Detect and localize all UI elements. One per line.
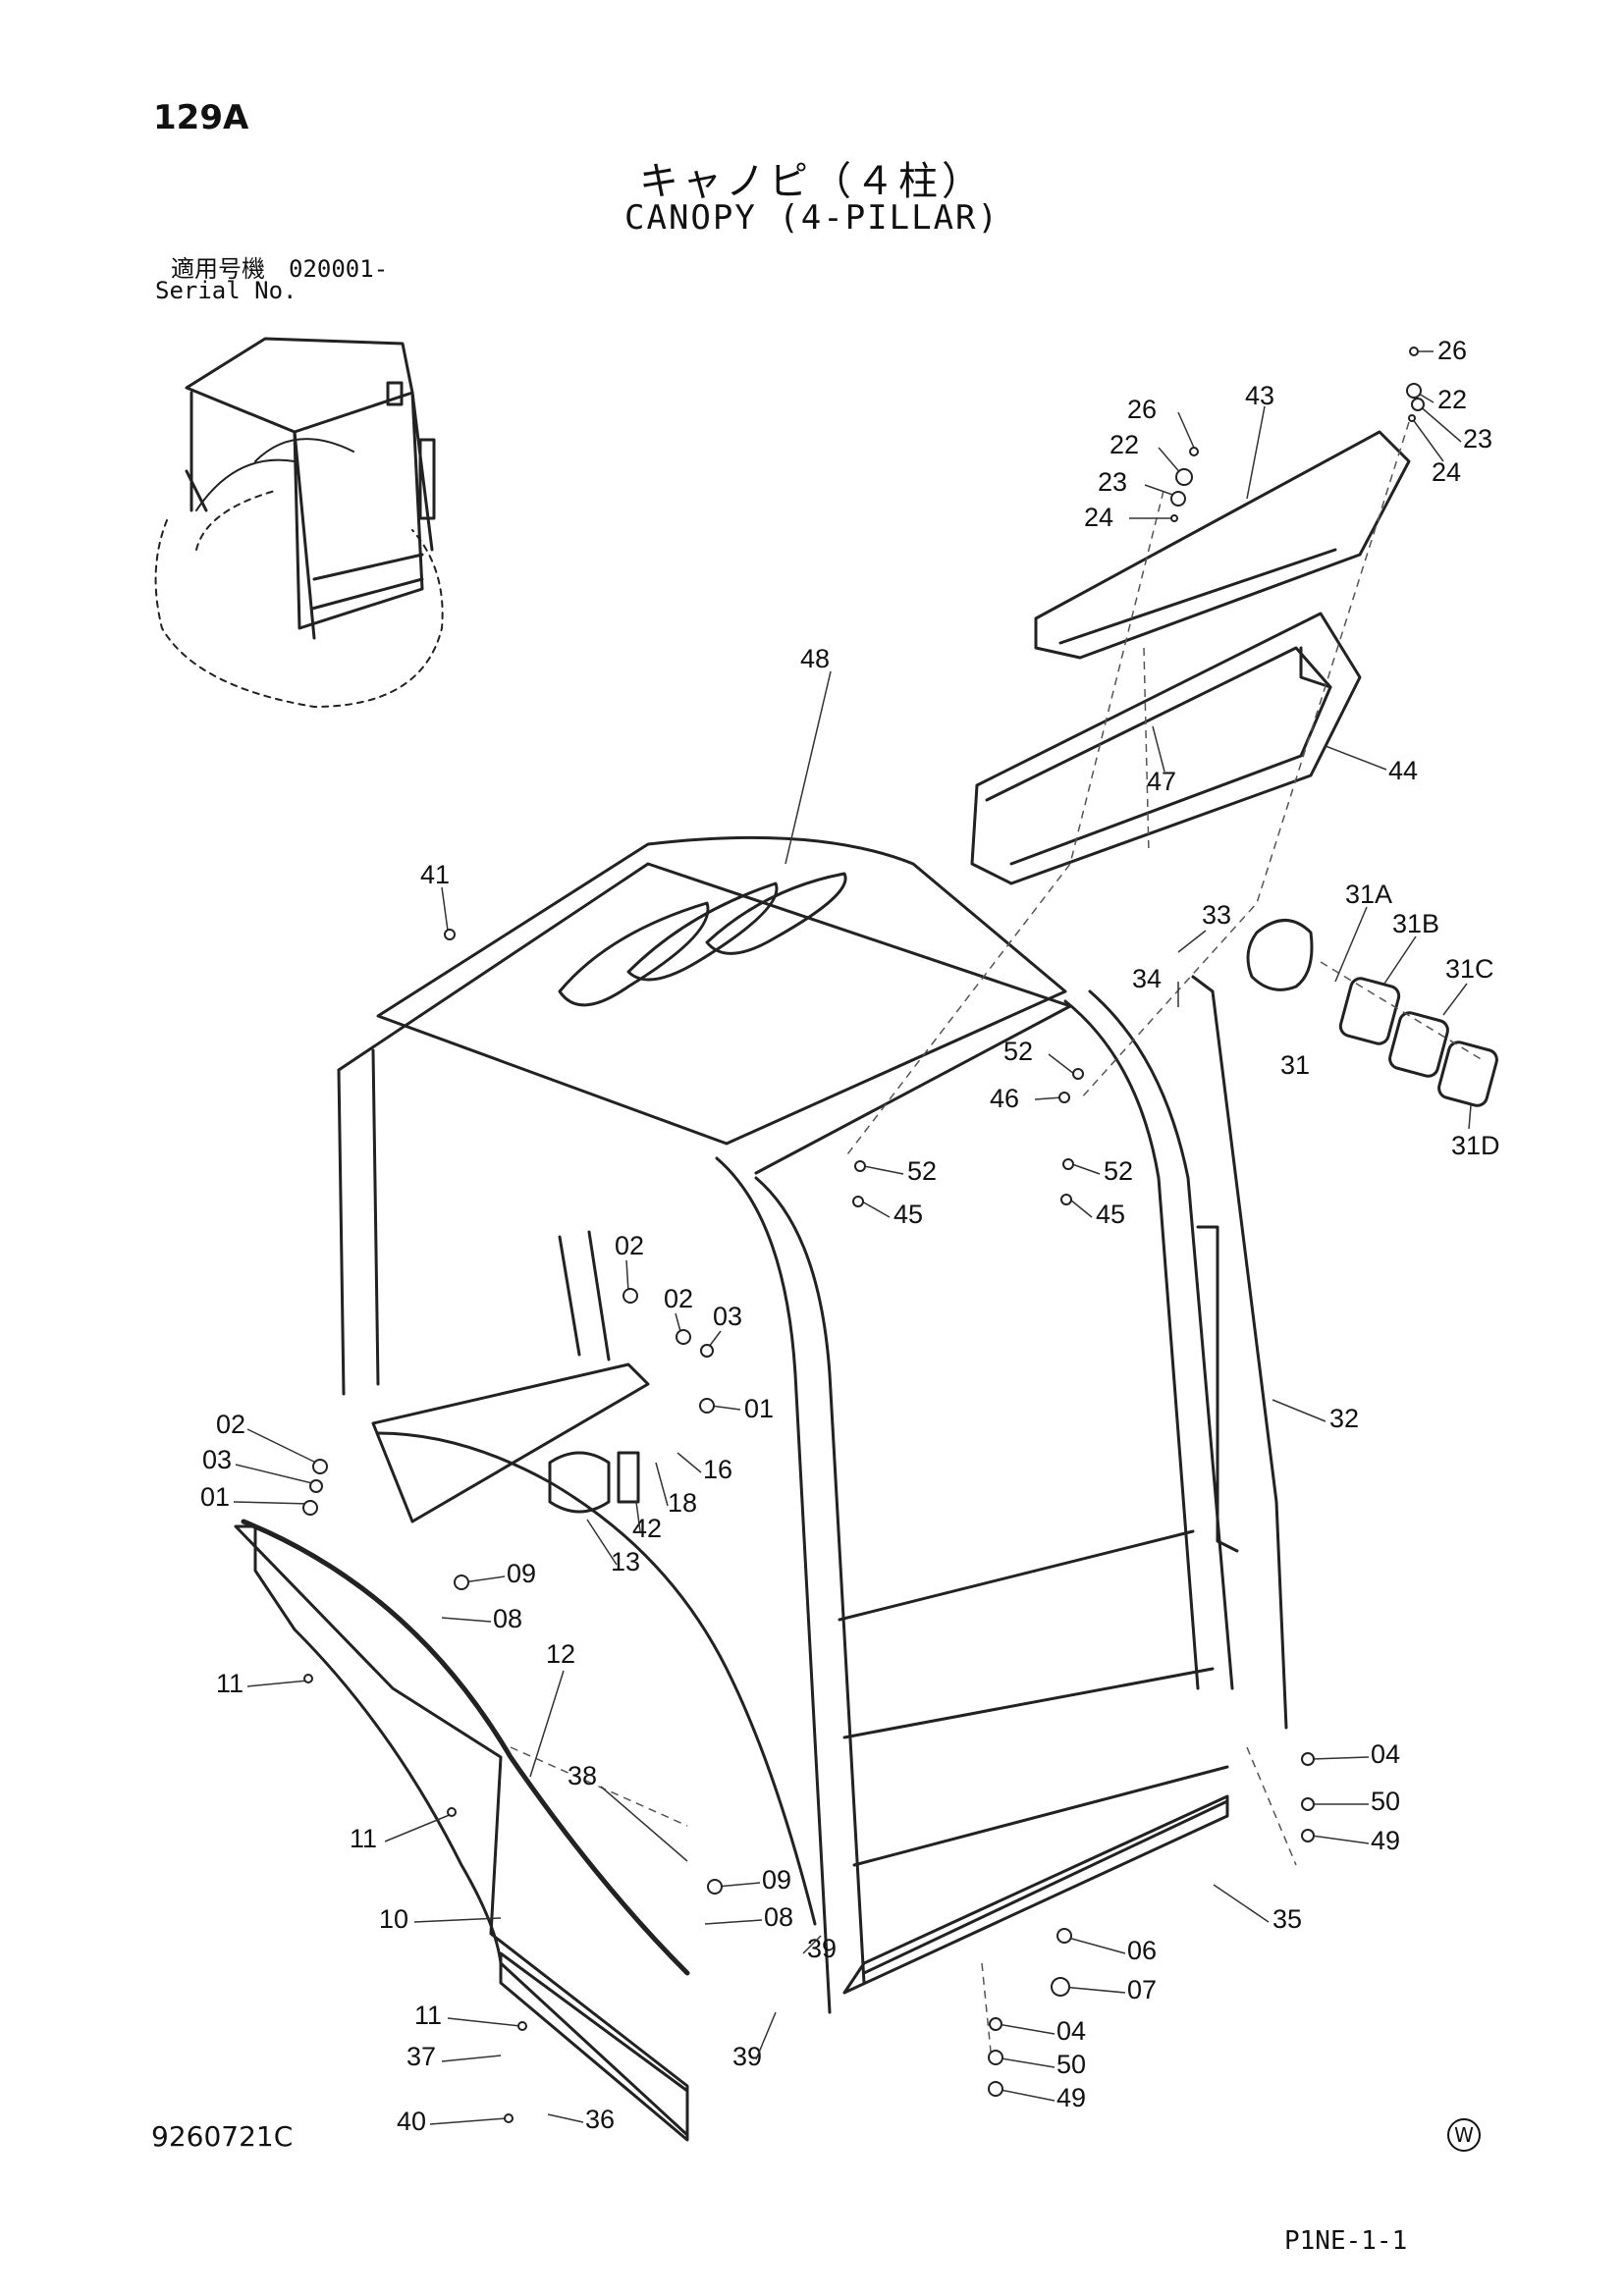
callout-26b: 26 <box>1127 395 1157 424</box>
callout-04a: 04 <box>1371 1739 1400 1769</box>
watermark-symbol: W <box>1447 2118 1481 2152</box>
callout-33: 33 <box>1202 900 1231 930</box>
callout-23b: 23 <box>1098 467 1127 497</box>
callout-52a: 52 <box>1003 1037 1033 1066</box>
callout-38: 38 <box>568 1761 597 1790</box>
callout-34: 34 <box>1132 964 1162 993</box>
callout-labels: 26 22 23 24 26 22 23 24 43 48 47 44 41 3… <box>200 336 1500 2136</box>
callout-47: 47 <box>1147 767 1176 796</box>
callout-45b: 45 <box>893 1200 923 1229</box>
side-panel-10 <box>234 1519 690 2142</box>
callout-03a: 03 <box>713 1302 742 1331</box>
callout-48: 48 <box>800 644 830 673</box>
callout-31B: 31B <box>1392 909 1439 938</box>
page-code: P1NE-1-1 <box>1284 2226 1408 2256</box>
seal-frame-44 <box>970 612 1362 885</box>
callout-02a: 02 <box>615 1231 644 1260</box>
callout-07: 07 <box>1127 1975 1157 2004</box>
callout-36: 36 <box>585 2105 615 2134</box>
leader-lines <box>233 350 1472 2125</box>
callout-49a: 49 <box>1371 1826 1400 1855</box>
callout-39a: 39 <box>807 1934 837 1963</box>
callout-40: 40 <box>397 2107 426 2136</box>
roof-plate-43 <box>1034 430 1411 660</box>
bracket-13 <box>548 1451 640 1514</box>
callout-08b: 08 <box>764 1902 793 1932</box>
callout-16: 16 <box>703 1455 732 1484</box>
callout-31D: 31D <box>1451 1131 1500 1160</box>
callout-22b: 22 <box>1110 430 1139 459</box>
callout-45a: 45 <box>1096 1200 1125 1229</box>
callout-52b: 52 <box>1104 1156 1133 1186</box>
callout-13: 13 <box>611 1547 640 1576</box>
callout-11a: 11 <box>216 1669 244 1698</box>
callout-03b: 03 <box>202 1445 232 1474</box>
callout-35: 35 <box>1272 1904 1302 1934</box>
callout-11c: 11 <box>414 2001 442 2030</box>
callout-46: 46 <box>990 1084 1019 1113</box>
callout-43: 43 <box>1245 381 1274 410</box>
callout-49b: 49 <box>1056 2083 1086 2112</box>
callout-32: 32 <box>1329 1404 1359 1433</box>
callout-02c: 02 <box>216 1410 245 1439</box>
callout-31: 31 <box>1280 1050 1310 1080</box>
serial-label-japanese: 適用号機 020001- <box>171 255 389 283</box>
callout-50b: 50 <box>1056 2050 1086 2079</box>
callout-31A: 31A <box>1345 880 1392 909</box>
grab-handle-32 <box>1191 975 1288 1730</box>
title-japanese: キャノピ（４柱） <box>639 159 985 204</box>
title-english: CANOPY (4-PILLAR) <box>624 198 1000 238</box>
serial-label-english: Serial No. <box>155 277 298 304</box>
callout-02b: 02 <box>664 1284 693 1313</box>
callout-09b: 09 <box>762 1865 791 1895</box>
drawing-number: 9260721C <box>151 2120 294 2153</box>
callout-12: 12 <box>546 1639 575 1669</box>
fastener-symbols <box>302 347 1425 2123</box>
machine-thumbnail <box>154 337 444 708</box>
callout-23a: 23 <box>1463 424 1492 454</box>
callout-06: 06 <box>1127 1936 1157 1965</box>
callout-10: 10 <box>379 1904 408 1934</box>
callout-01a: 01 <box>744 1394 774 1423</box>
callout-09a: 09 <box>507 1559 536 1588</box>
callout-42: 42 <box>632 1514 662 1543</box>
work-light-31 <box>1246 919 1498 1107</box>
page-number: 129A <box>153 98 249 137</box>
callout-41: 41 <box>420 860 450 889</box>
callout-26a: 26 <box>1437 336 1467 365</box>
callout-24a: 24 <box>1432 457 1461 487</box>
callout-37: 37 <box>406 2042 436 2071</box>
callout-52c: 52 <box>907 1156 937 1186</box>
callout-24b: 24 <box>1084 503 1113 532</box>
callout-11b: 11 <box>350 1824 377 1853</box>
callout-08a: 08 <box>493 1604 522 1633</box>
callout-44: 44 <box>1388 756 1418 785</box>
canopy-pillars <box>337 989 1239 2014</box>
alignment-lines <box>510 421 1484 2062</box>
callout-01b: 01 <box>200 1482 230 1512</box>
callout-18: 18 <box>668 1488 697 1518</box>
callout-22a: 22 <box>1437 385 1467 414</box>
callout-04b: 04 <box>1056 2016 1086 2046</box>
callout-31C: 31C <box>1445 954 1494 984</box>
callout-50a: 50 <box>1371 1787 1400 1816</box>
canopy-roof-48 <box>337 835 1072 1175</box>
